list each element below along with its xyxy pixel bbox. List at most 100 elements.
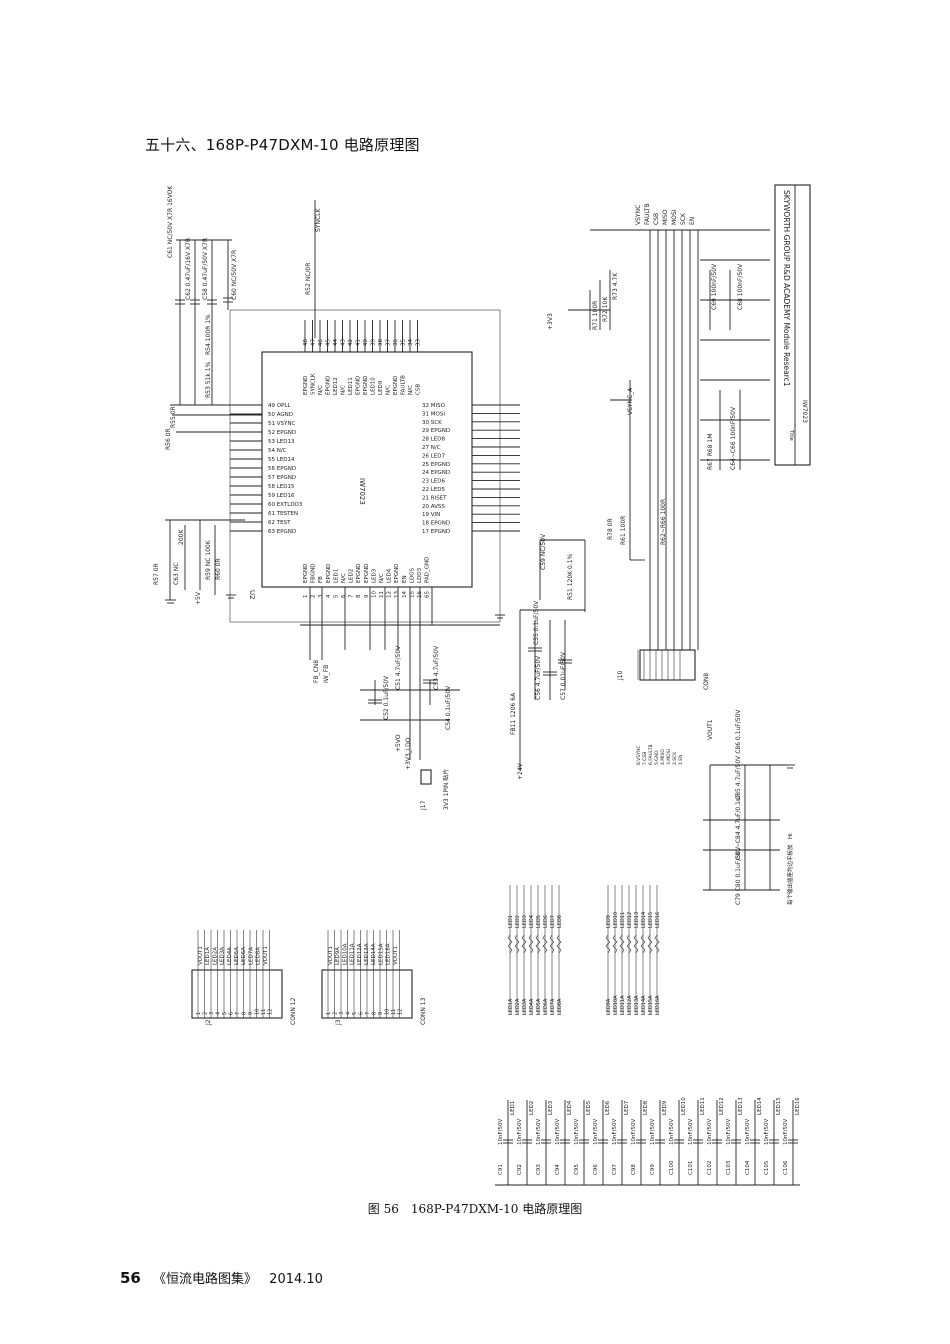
iw-fb-label: IW_FB xyxy=(323,665,330,683)
led-resistors-b: LED9ALED9LED10ALED10LED11ALED11LED12ALED… xyxy=(605,885,661,1015)
conn-pin-number: 2 xyxy=(333,1012,339,1015)
led-anode-label: LED9A xyxy=(606,998,612,1015)
ic-pin-top: 43 xyxy=(341,339,347,346)
ic-pin-bottom: 12 xyxy=(387,591,393,598)
led-out-label: LED10 xyxy=(613,912,619,928)
ic-pin-right: 28 LED8 xyxy=(422,437,446,443)
ic-pin-top-name: LED11 xyxy=(348,377,354,395)
cap-ref: C101 xyxy=(688,1161,694,1175)
cap-stack-top-left xyxy=(170,239,262,406)
led-anode-label: LED4A xyxy=(529,998,535,1015)
ic-pin-left: 50 AGND xyxy=(268,412,293,418)
cap-net: LED14 xyxy=(757,1097,763,1115)
conn-pin-number: 8 xyxy=(242,1012,248,1015)
ic-pin-top-name: SYNCLK xyxy=(311,373,317,395)
vout-cap-bank xyxy=(703,764,795,891)
conn-pin-number: 11 xyxy=(261,1009,267,1015)
plus5vo-label: +5VO xyxy=(395,734,402,752)
led-anode-label: LED6A xyxy=(543,998,549,1015)
ic-pin-bottom-name: LED4 xyxy=(387,568,393,583)
ic-pin-right: 26 LED7 xyxy=(422,453,446,459)
cap-net: LED3 xyxy=(548,1100,554,1115)
cap-net: LED15 xyxy=(776,1097,782,1115)
ic-pin-top-name: EPGND xyxy=(363,376,369,395)
conn-net-label: VOUT1 xyxy=(328,946,334,965)
cap-net: LED9 xyxy=(662,1100,668,1115)
ic-pin-right: 21 RISET xyxy=(422,495,447,501)
vsync-a-label: VSYNC_A xyxy=(627,387,634,415)
res-r56-label: R56 0R xyxy=(165,428,172,450)
ic-pin-top-name: LED12 xyxy=(333,377,339,395)
cap-c54-label: C54 0.1uF/50V xyxy=(445,685,452,730)
ic-pin-top: 34 xyxy=(408,339,414,346)
ic-pin-bottom-name: PAD_GND xyxy=(425,557,431,583)
ic-pin-top-name: LED9 xyxy=(378,380,384,395)
ic-pin-top: 45 xyxy=(326,339,332,346)
conn-pin-number: 10 xyxy=(385,1009,391,1015)
cap-c61-label: C61 NC/50V X7R 16VOK xyxy=(167,185,174,258)
cap-c58-label: C58 0.47uF/50V X7R xyxy=(202,238,209,300)
led-out-label: LED11 xyxy=(620,912,626,928)
cap-c52-label: C52 0.1uF/50V xyxy=(383,675,390,720)
conn-pin-number: 9 xyxy=(248,1012,254,1015)
title-block xyxy=(774,184,811,466)
layout-note: 每个输出插座均边平板放 Hi xyxy=(786,833,794,905)
conn-net-label: LED13A xyxy=(364,943,370,965)
j3-label: J3 xyxy=(335,1019,342,1026)
conn-pin-number: 1 xyxy=(326,1012,332,1015)
ic-pin-bottom: 1 xyxy=(303,595,309,599)
conn-pin-number: 5 xyxy=(352,1012,358,1015)
res-r57-label: R57 0R xyxy=(153,563,160,585)
led-out-label: LED7 xyxy=(550,915,556,928)
cap-c85-86-label: C85 4.7uF/50V C86 0.1uF/50V xyxy=(735,709,742,800)
ic-pin-top: 41 xyxy=(356,339,362,346)
signal-label: EN xyxy=(689,217,696,225)
res-r71-label: R71 100R xyxy=(592,301,599,330)
con8-pin: 6.FAULTB xyxy=(648,744,654,765)
ic-pin-top-name: N/C xyxy=(386,385,392,395)
ic-pin-top-name: EPGND xyxy=(393,376,399,395)
led-anode-label: LED5A xyxy=(536,998,542,1015)
ic-pin-bottom-name: N/C xyxy=(379,573,385,583)
ic-pin-bottom-name: EPGND xyxy=(394,564,400,583)
ic-pin-top: 36 xyxy=(393,339,399,346)
led-anode-label: LED16A xyxy=(655,995,661,1015)
cap-value: 10nF/50V xyxy=(555,1119,561,1145)
conn-net-label: VOUT1 xyxy=(263,946,269,965)
spi-bus xyxy=(568,229,770,650)
ic-pin-top-name: EPGND xyxy=(326,376,332,395)
cap-value: 10nF/50V xyxy=(612,1119,618,1145)
ic-pin-left: 53 LED13 xyxy=(268,439,295,445)
conn-pin-number: 3 xyxy=(339,1012,345,1015)
conn-pin-number: 6 xyxy=(359,1012,365,1015)
cap-c59-label: C59 NC/50V xyxy=(540,533,547,570)
ic-net-frame xyxy=(229,309,501,623)
cap-value: 10nF/50V xyxy=(745,1119,751,1145)
conn-pin-number: 4 xyxy=(216,1012,222,1015)
cap-ref: C97 xyxy=(612,1164,618,1175)
conn-net-label: LED2A xyxy=(212,947,218,965)
cap-ref: C106 xyxy=(783,1160,789,1175)
led-anode-label: LED14A xyxy=(641,995,647,1015)
led-anode-label: LED1A xyxy=(508,998,514,1015)
plus5v-label: +5V xyxy=(195,591,202,605)
ic-pin-left: 55 LED14 xyxy=(268,457,295,463)
ic-pin-bottom: 65 xyxy=(425,591,431,598)
cap-c55-label: C55 0.1uF/50V xyxy=(533,600,540,645)
ic-pin-bottom-name: LED3 xyxy=(371,568,377,583)
ic-pin-right: 32 MISO xyxy=(422,403,446,409)
res-r67-68-label: R67 R68 1M xyxy=(707,434,714,470)
ic-pin-top: 38 xyxy=(378,339,384,346)
signal-label: SCK xyxy=(680,212,687,225)
ic-pin-left: 59 LED16 xyxy=(268,493,295,499)
plus24v-label: +24V xyxy=(517,762,524,780)
conn-net-label: LED4A xyxy=(227,947,233,965)
cap-value: 10nF/50V xyxy=(707,1119,713,1145)
conn-net-label: LED16A xyxy=(386,943,392,965)
led-out-label: LED15 xyxy=(648,912,654,928)
led-out-label: LED3 xyxy=(522,915,528,928)
ic-pin-bottom: 11 xyxy=(379,591,385,598)
